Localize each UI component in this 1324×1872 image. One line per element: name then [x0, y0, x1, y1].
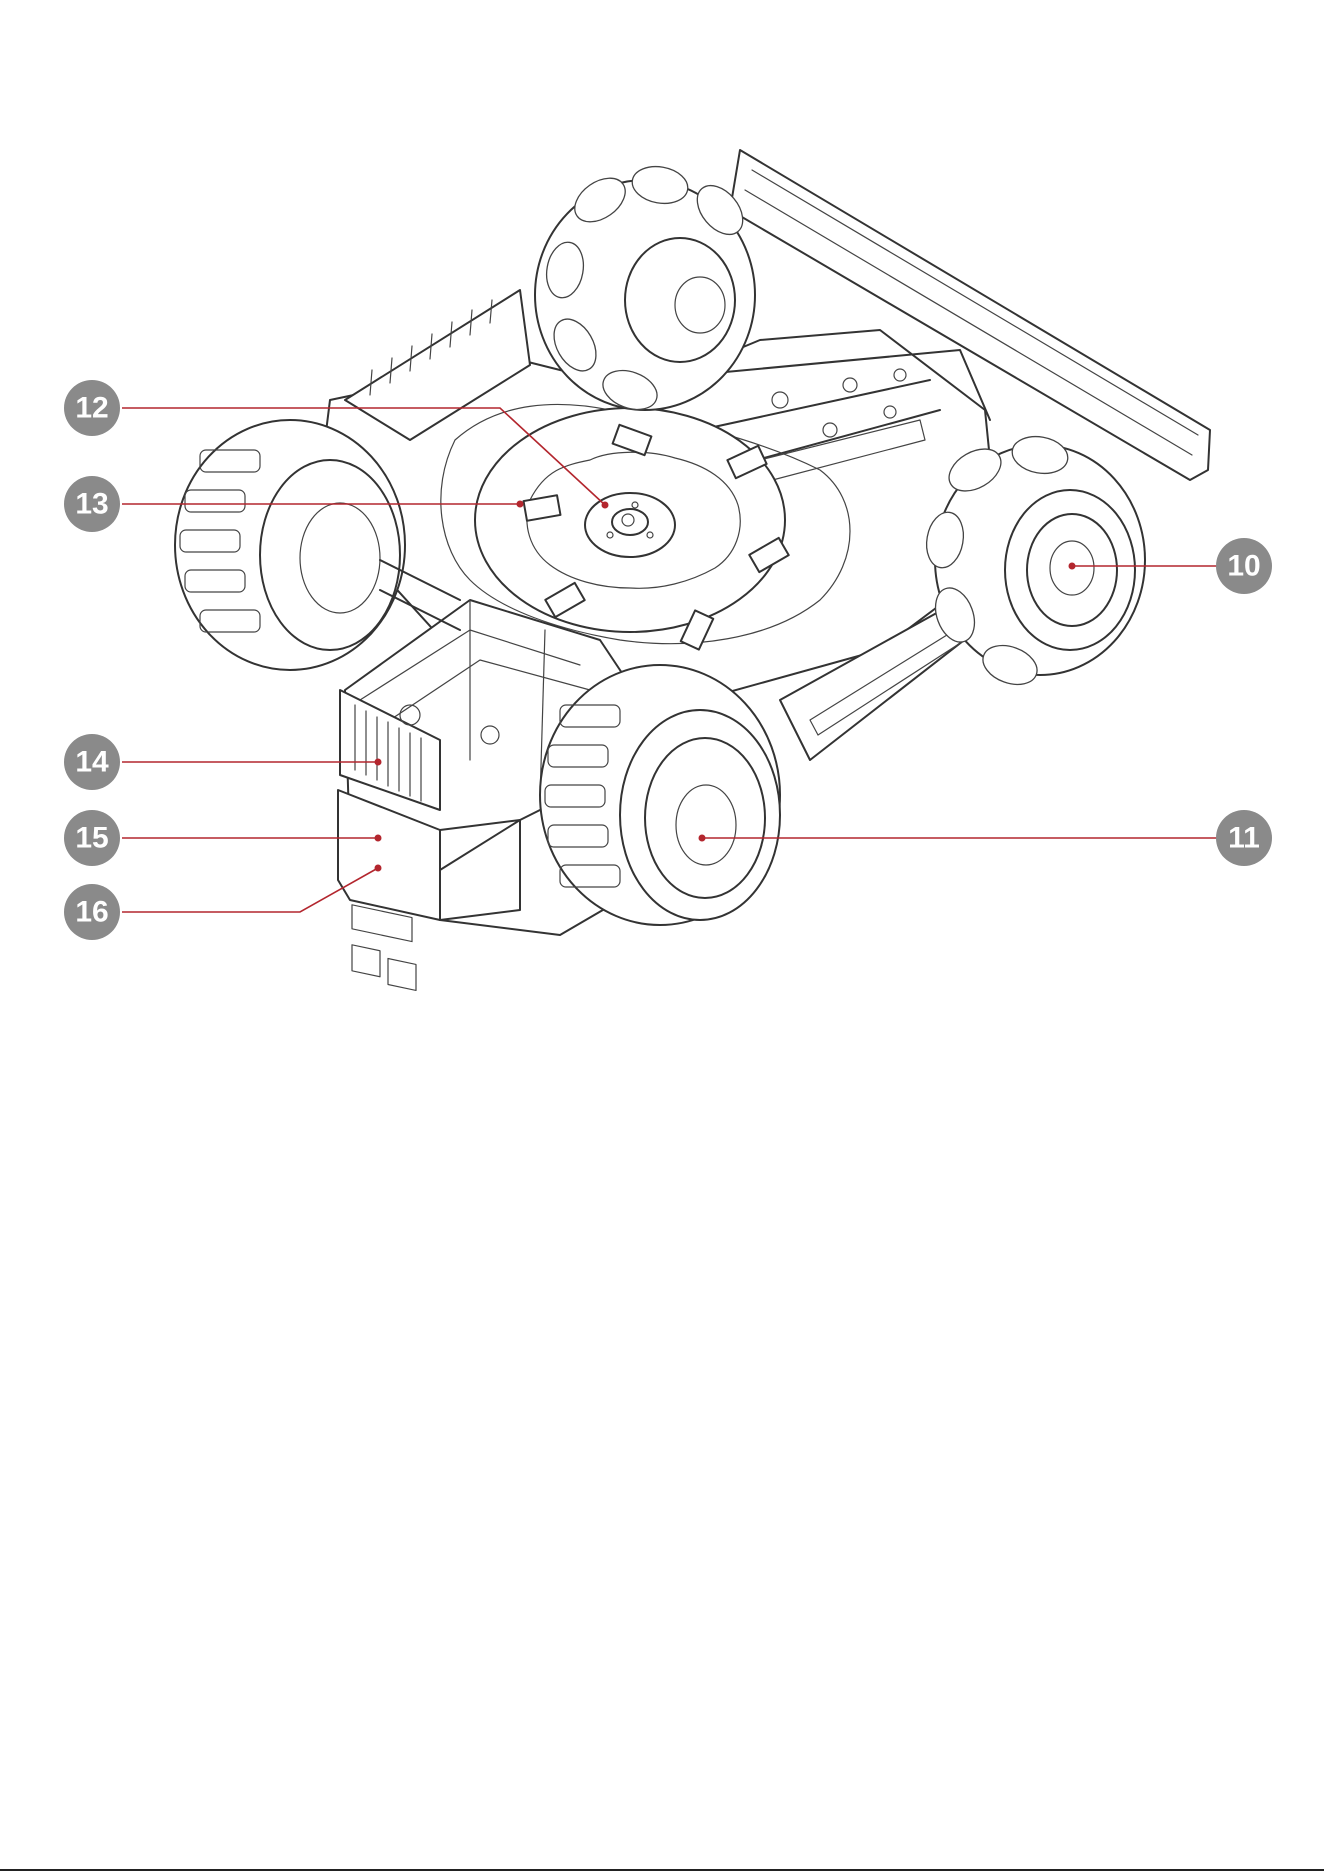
- callout-11: 11: [1216, 810, 1272, 866]
- callout-13: 13: [64, 476, 120, 532]
- callout-10: 10: [1216, 538, 1272, 594]
- callout-label-12: 12: [75, 392, 108, 425]
- callout-16: 16: [64, 884, 120, 940]
- callout-label-14: 14: [75, 746, 109, 779]
- callout-12: 12: [64, 380, 120, 436]
- mower-illustration: [175, 150, 1210, 990]
- front-drive-wheel: [540, 665, 780, 925]
- top-omni-wheel: [535, 162, 755, 416]
- callout-14: 14: [64, 734, 120, 790]
- callout-label-16: 16: [75, 896, 108, 929]
- callout-15: 15: [64, 810, 120, 866]
- callout-label-13: 13: [75, 488, 108, 521]
- right-omni-wheel: [922, 432, 1145, 691]
- callout-label-10: 10: [1227, 550, 1260, 583]
- callout-label-15: 15: [75, 822, 108, 855]
- callout-label-11: 11: [1228, 822, 1260, 855]
